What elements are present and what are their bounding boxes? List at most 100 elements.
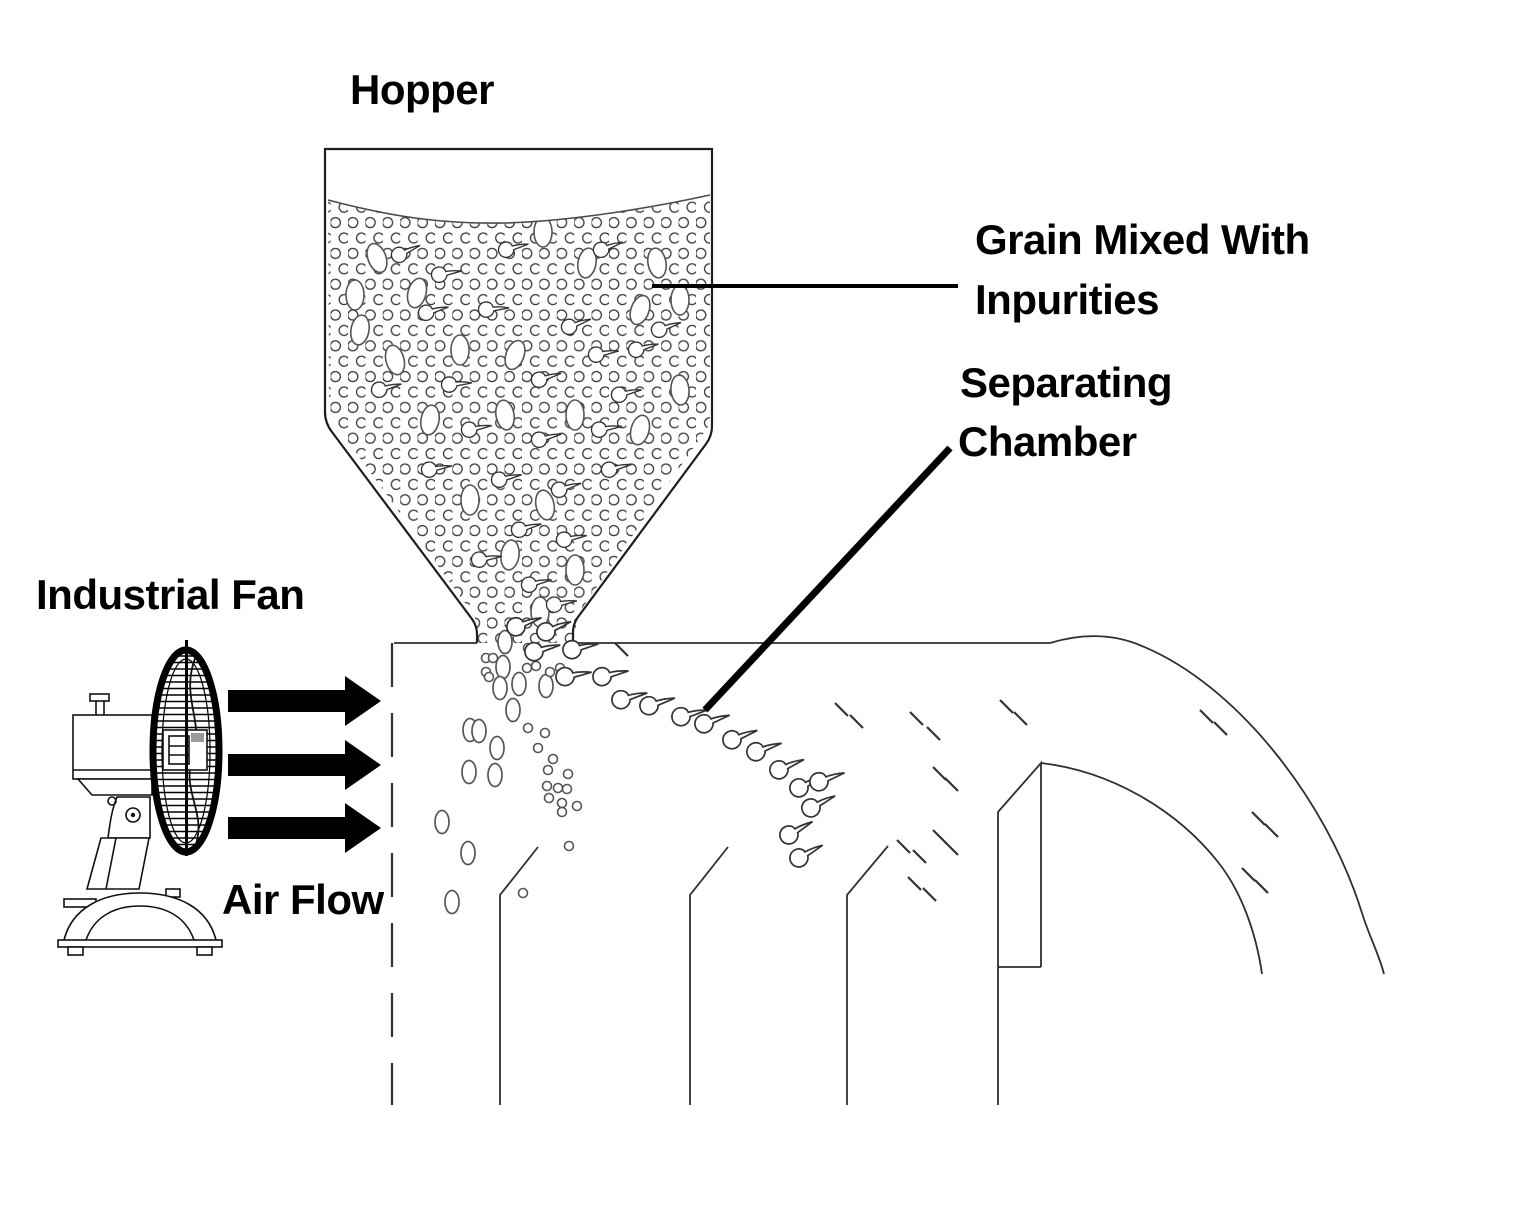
heavy-grain-particle [460,840,476,866]
impurity-teardrop [420,461,453,478]
grain-kernel [419,404,441,436]
medium-impurity-particle [746,741,782,762]
grain-kernel [460,484,480,516]
heavy-grain-particle [489,735,505,761]
impurity-teardrop [650,321,682,339]
heavy-grain-particle [434,809,450,835]
impurity-teardrop [545,596,578,613]
medium-impurity-particle [694,713,730,734]
small-grain-particle [561,783,573,795]
hopper-label: Hopper [350,66,495,113]
impurity-teardrop [477,301,510,318]
fan-base-foot-left [67,946,84,956]
grain-kernel [450,334,470,366]
light-impurity-particle [1264,823,1279,838]
separating-chamber [390,635,1385,1105]
small-grain-particle [552,782,564,794]
hopper [323,147,714,643]
light-impurity-particle [1199,709,1214,724]
fan-base-foot-right [196,946,213,956]
medium-impurity-particle [769,758,805,780]
fan-stand-neck [85,837,150,890]
impurity-teardrop [592,241,624,259]
impurity-teardrop [550,481,582,499]
impurity-teardrop [530,371,562,389]
small-grain-particle [517,887,529,899]
medium-impurity-particle [779,820,814,845]
small-grain-particle [556,806,568,818]
heavy-grain-particle [511,671,527,697]
fan-hinge-pin [107,796,117,806]
small-grain-particle [556,797,568,809]
light-impurity-particle [932,766,947,781]
fan-hub-motor [168,735,190,765]
airflow-arrow-2 [228,740,381,790]
grain-kernel [384,344,406,376]
heavy-grain-particle [492,675,508,701]
impurity-teardrop [610,386,642,404]
medium-impurity-particle [536,620,572,642]
grain-kernel [629,414,651,446]
fan-base-arch-outer [63,892,217,941]
duct-inner-wall [997,760,1042,1105]
light-impurity-particle [909,711,924,726]
fan-hub-badge [191,733,204,742]
medium-impurity-particle [639,695,676,716]
fan-base-plate [57,939,223,948]
small-grain-particle [487,652,499,664]
impurity-teardrop [497,241,529,259]
impurity-teardrop [490,471,522,489]
grain-kernel [670,374,690,406]
small-grain-particle [542,764,554,776]
grain-kernel [565,399,585,431]
heavy-grain-particle [444,889,460,915]
fan-knob-cap [89,693,110,702]
impurity-teardrop [590,421,623,438]
impurity-teardrop [390,244,421,264]
grain-kernel [366,242,388,274]
duct-outer-curve [1049,635,1385,975]
impurity-teardrop [510,521,542,539]
small-grain-particle [541,780,553,792]
fan-motor-housing-bottom [76,778,153,796]
medium-impurity-particle [592,666,629,687]
separating-label-leader-line [702,445,953,713]
light-impurity-particle [912,849,927,864]
light-impurity-particle [907,876,922,891]
medium-impurity-particle [611,689,648,710]
light-impurity-particle [614,642,629,657]
industrial-fan [57,640,223,956]
fan-hinge-bolt-center [130,812,136,818]
light-impurity-particle [1213,721,1228,736]
heavy-grain-particle [497,629,513,655]
bin-divider-2 [689,846,729,1105]
grain-kernel [576,247,598,279]
light-impurity-particle [922,887,937,902]
small-grain-particle [571,800,583,812]
light-impurity-particle [1254,879,1269,894]
impurity-teardrop [627,341,659,359]
heavy-grain-particle [471,718,487,744]
airflow-arrow-1 [228,676,381,726]
grain-label-line2: Inpurities [975,276,1160,323]
grain-kernel [629,294,651,326]
fan-hinge-bracket [107,796,151,839]
medium-impurity-particle [801,795,836,818]
grain-label-line1: Grain Mixed With [975,216,1310,263]
grain-kernel [349,314,371,346]
heavy-grain-particle [505,697,521,723]
light-impurity-particle [944,841,959,856]
separating-label-line2: Chamber [958,418,1137,465]
impurity-teardrop [555,531,587,548]
airflow-arrows [228,676,381,853]
light-impurity-particle [999,699,1014,714]
fan-hinge-bolt [125,807,141,823]
medium-impurity-particle [722,729,758,750]
impurity-teardrop [440,376,473,393]
small-grain-particle [532,742,544,754]
impurity-teardrop [430,266,463,283]
airflow-arrow-3 [228,803,381,853]
light-impurity-particle [926,726,941,741]
